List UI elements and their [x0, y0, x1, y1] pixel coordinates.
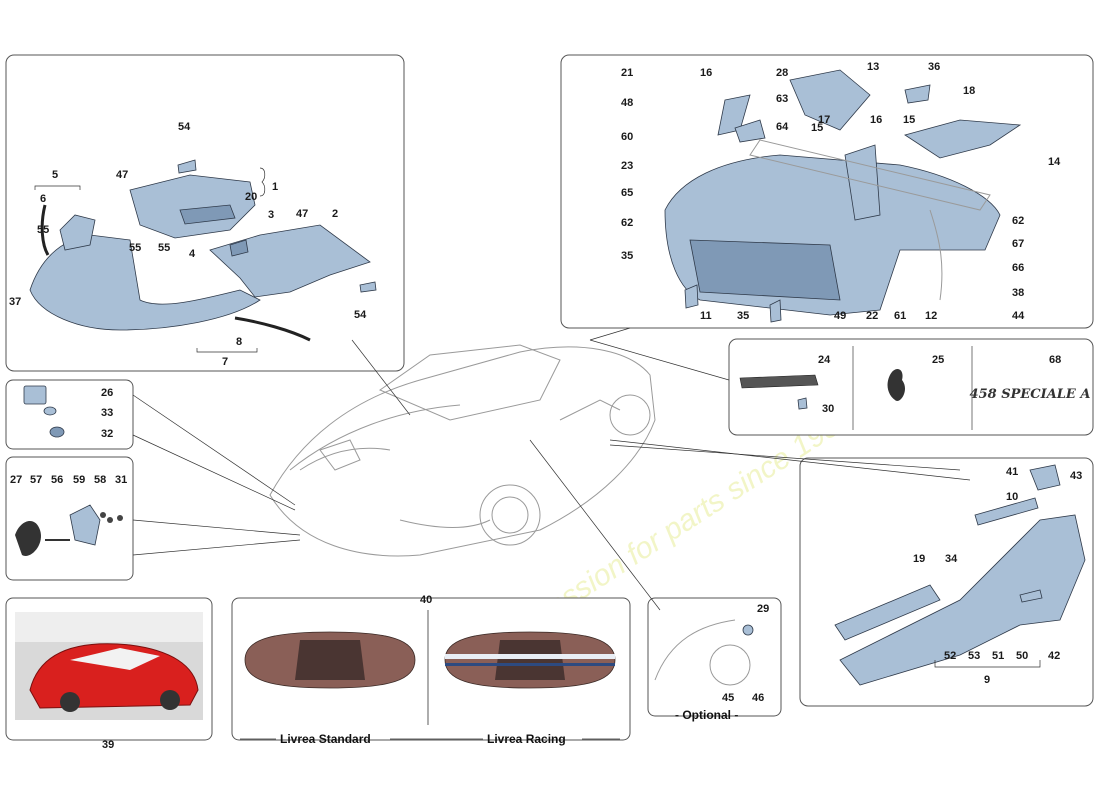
callout-19: 19: [913, 553, 925, 565]
callout-34: 34: [945, 553, 958, 565]
callouts: 54 5 47 1 20 6 47 2 3 55 55 55 4 37 54 8…: [9, 61, 1082, 751]
callout-6: 6: [40, 193, 46, 205]
callout-14: 14: [1048, 156, 1061, 168]
badge-parts: 458 SPECIALE A: [739, 368, 1091, 410]
callout-8: 8: [236, 336, 242, 348]
group-brackets: [34, 167, 1041, 668]
callout-46: 46: [752, 692, 764, 704]
callout-9: 9: [984, 674, 990, 686]
livery-cars: [240, 610, 620, 740]
panel-front-emblem: [5, 456, 134, 581]
callout-20: 20: [245, 191, 257, 203]
callout-66: 66: [1012, 262, 1024, 274]
callout-57: 57: [30, 474, 42, 486]
callout-60: 60: [621, 131, 633, 143]
callout-11: 11: [700, 310, 712, 322]
callout-55: 55: [37, 224, 49, 236]
callout-21: 21: [621, 67, 633, 79]
callout-23: 23: [621, 160, 633, 172]
callout-43: 43: [1070, 470, 1082, 482]
callout-55-b: 55: [129, 242, 141, 254]
callout-35-b: 35: [737, 310, 749, 322]
callout-27: 27: [10, 474, 22, 486]
callout-53: 53: [968, 650, 980, 662]
callout-54-b: 54: [354, 309, 367, 321]
callout-61: 61: [894, 310, 906, 322]
callout-55-c: 55: [158, 242, 170, 254]
callout-35: 35: [621, 250, 633, 262]
caption-livrea-standard: Livrea Standard: [280, 732, 371, 746]
callout-16: 16: [700, 67, 712, 79]
emblem-mount-parts: [23, 385, 65, 438]
car-outline: [269, 344, 656, 557]
captions: Livrea Standard Livrea Racing - Optional…: [280, 708, 738, 746]
seal-8: [234, 316, 311, 342]
callout-44: 44: [1012, 310, 1025, 322]
badge-458-speciale: 458 SPECIALE A: [970, 387, 1091, 402]
callout-32: 32: [101, 428, 113, 440]
callout-51: 51: [992, 650, 1004, 662]
side-skirt-parts: [834, 464, 1086, 686]
callout-49: 49: [834, 310, 846, 322]
callout-62-b: 62: [1012, 215, 1024, 227]
callout-56: 56: [51, 474, 63, 486]
panel-badges: [728, 338, 1094, 436]
callout-15: 15: [903, 114, 915, 126]
front-shield-parts: [29, 159, 377, 342]
callout-22: 22: [866, 310, 878, 322]
callout-67: 67: [1012, 238, 1024, 250]
rear-shield-parts: [664, 69, 1022, 323]
callout-13: 13: [867, 61, 879, 73]
callout-40: 40: [420, 594, 432, 606]
callout-17: 17: [818, 114, 830, 126]
callout-16-b: 16: [870, 114, 882, 126]
car-leaders: [132, 327, 971, 611]
callout-31: 31: [115, 474, 127, 486]
callout-36: 36: [928, 61, 940, 73]
front-emblem-parts: [15, 504, 123, 556]
callout-39: 39: [102, 739, 114, 751]
callout-58: 58: [94, 474, 106, 486]
callout-48: 48: [621, 97, 633, 109]
callout-1: 1: [272, 181, 278, 193]
callout-65: 65: [621, 187, 633, 199]
callout-4: 4: [189, 248, 196, 260]
callout-5: 5: [52, 169, 58, 181]
caption-optional: - Optional -: [675, 708, 738, 722]
caption-livrea-racing: Livrea Racing: [487, 732, 566, 746]
red-car-photo: [15, 612, 203, 720]
callout-45: 45: [722, 692, 734, 704]
callout-50: 50: [1016, 650, 1028, 662]
callout-52: 52: [944, 650, 956, 662]
callout-41: 41: [1006, 466, 1018, 478]
callout-24: 24: [818, 354, 831, 366]
callout-7: 7: [222, 356, 228, 368]
callout-47: 47: [116, 169, 128, 181]
callout-64: 64: [776, 121, 789, 133]
callout-47-b: 47: [296, 208, 308, 220]
callout-26: 26: [101, 387, 113, 399]
callout-38: 38: [1012, 287, 1024, 299]
callout-54: 54: [178, 121, 191, 133]
callout-33: 33: [101, 407, 113, 419]
callout-25: 25: [932, 354, 944, 366]
callout-28: 28: [776, 67, 788, 79]
callout-3: 3: [268, 209, 274, 221]
callout-12: 12: [925, 310, 937, 322]
callout-29: 29: [757, 603, 769, 615]
callout-62: 62: [621, 217, 633, 229]
callout-63: 63: [776, 93, 788, 105]
callout-10: 10: [1006, 491, 1018, 503]
callout-30: 30: [822, 403, 834, 415]
callout-68: 68: [1049, 354, 1061, 366]
callout-37: 37: [9, 296, 21, 308]
callout-59: 59: [73, 474, 85, 486]
callout-15-b: 15: [811, 122, 823, 134]
seal-6: [40, 204, 50, 256]
callout-42: 42: [1048, 650, 1060, 662]
callout-2: 2: [332, 208, 338, 220]
optional-parts: [654, 619, 754, 686]
callout-18: 18: [963, 85, 975, 97]
